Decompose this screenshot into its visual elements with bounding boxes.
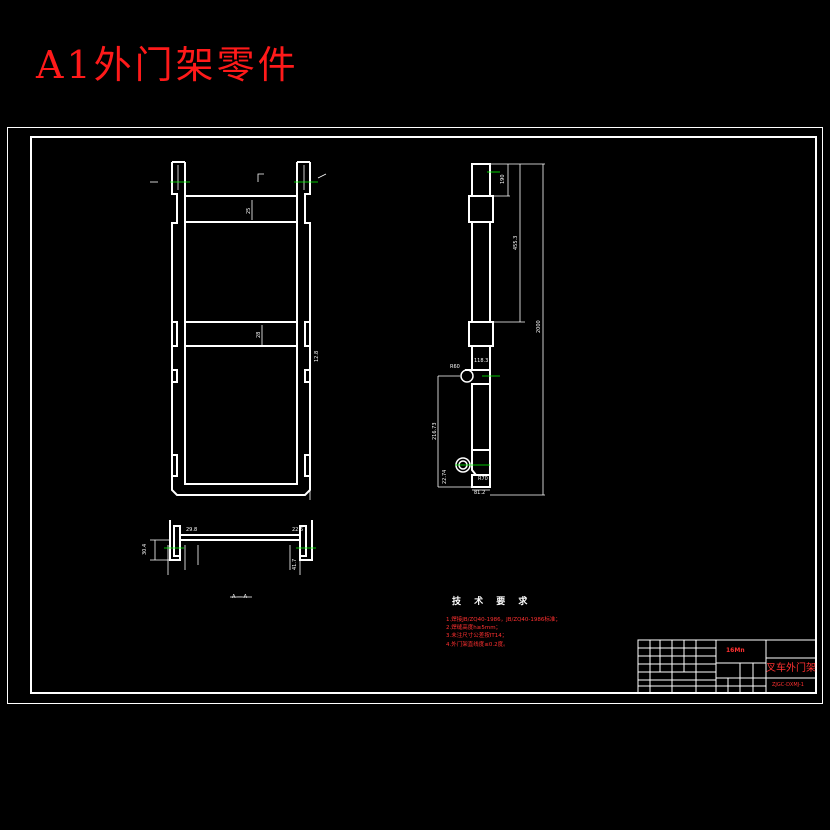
dim-bar-1: 25 [246, 208, 252, 214]
section-label: A — A [232, 594, 248, 600]
dim-total-height: 2000 [536, 320, 542, 333]
dim-width-2: 81.2 [474, 490, 485, 496]
dim-radius-1: R60 [450, 364, 460, 370]
tech-heading: 技 术 要 求 [452, 597, 533, 607]
dim-radius-2: R70 [478, 476, 488, 482]
tech-item: 2.焊缝高度h≥5mm； [446, 625, 502, 632]
tech-item: 1.焊接JB/ZQ40-1986，JB/ZQ40-1986标准； [446, 617, 561, 623]
title-block-part-name: 叉车外门架 [766, 663, 816, 674]
side-view-dims [437, 163, 545, 496]
side-view-holes [455, 369, 474, 473]
drawing-title: A1外门架零件 [36, 43, 299, 87]
side-view-centerlines [455, 171, 500, 466]
dim-distance-1: 216.73 [432, 423, 438, 441]
sheet-border-inner [30, 136, 817, 694]
dim-mid-length: 455.3 [513, 236, 519, 250]
front-view [171, 161, 311, 496]
front-view-details [150, 165, 327, 500]
dim-section-width: 29.8 [186, 527, 197, 533]
dim-bar-2: 28 [256, 332, 262, 338]
tech-item: 3.未注尺寸公差按IT14； [446, 633, 508, 640]
dim-distance-2: 22.74 [442, 470, 448, 484]
title-block-drawing-no: ZJGC-DXMJ-1 [772, 682, 804, 688]
side-view [465, 163, 494, 488]
dim-section-3: 41.7 [292, 559, 298, 570]
dim-side-a: 12.8 [314, 351, 320, 362]
sheet-border-outer [7, 127, 823, 704]
section-view-dims [150, 539, 301, 598]
dim-width-1: 118.3 [474, 358, 488, 364]
tech-requirements: 技 术 要 求 1.焊接JB/ZQ40-1986，JB/ZQ40-1986标准；… [446, 594, 646, 649]
title-block-material: 16Mn [726, 647, 745, 654]
dim-top-height: 190 [500, 174, 506, 184]
title-block [637, 639, 817, 694]
tech-item: 4.外门架直线度≤0.2度。 [446, 641, 509, 648]
dim-section-2: 22.5 [292, 527, 303, 533]
dim-section-1: 30.4 [142, 544, 148, 555]
section-view [169, 520, 313, 561]
